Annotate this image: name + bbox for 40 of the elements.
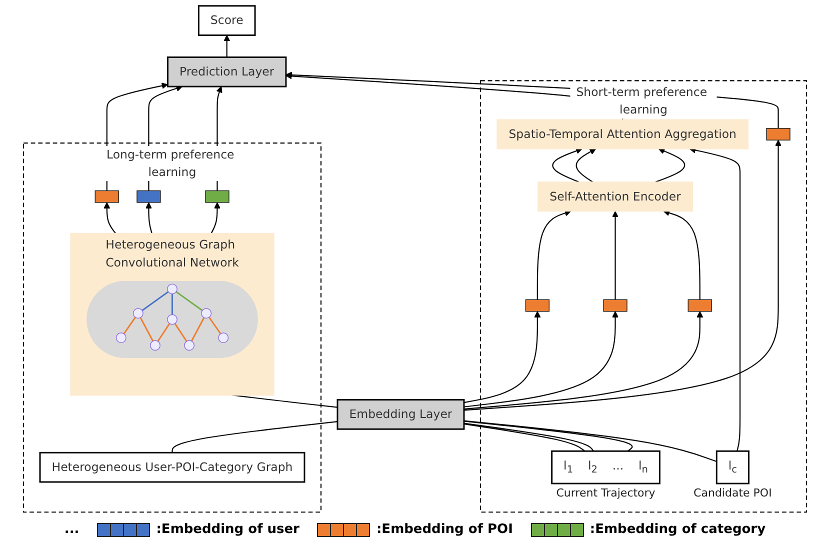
arrow: [655, 148, 686, 182]
caption-text: Candidate POI: [694, 486, 772, 500]
node-bar: [525, 299, 550, 312]
node-box: Prediction Layer: [167, 56, 287, 88]
arrow: [552, 148, 582, 182]
ellipsis-note: ...: [64, 522, 80, 537]
node-box: Heterogeneous User-POI-Category Graph: [39, 452, 306, 483]
node-box: Score: [198, 5, 256, 36]
arrow: [145, 202, 152, 234]
caption-text: Current Trajectory: [556, 486, 656, 500]
connector: [464, 420, 633, 452]
arrow: [464, 311, 618, 408]
arrow: [104, 202, 116, 234]
arrow: [663, 210, 700, 300]
arrow: [576, 148, 596, 182]
arrow: [210, 202, 220, 234]
node-bar: [94, 190, 119, 203]
node-box: Spatio-Temporal Attention Aggregation: [496, 119, 749, 150]
arrow: [689, 147, 741, 452]
connector: [172, 421, 338, 453]
arrow: [224, 34, 230, 58]
node-box: Self-Attention Encoder: [538, 182, 693, 212]
arrow: [612, 210, 618, 300]
legend-label: :Embedding of POI: [376, 522, 513, 537]
connector: [464, 420, 717, 462]
node-bar: [688, 299, 712, 312]
node-bar: [136, 190, 161, 203]
legend-label: :Embedding of category: [590, 522, 766, 537]
arrow: [536, 210, 572, 300]
cluster: Heterogeneous Graph Convolutional Network: [70, 232, 274, 396]
node-box: Embedding Layer: [336, 399, 465, 430]
node-box: l$_{1}$ l$_{2}$ ... l$_{n}$: [551, 450, 660, 484]
legend-label: :Embedding of user: [156, 522, 300, 537]
arrow: [464, 140, 782, 411]
node-box: l$_{c}$: [716, 450, 750, 484]
arrow: [464, 311, 541, 404]
node-bar: [766, 128, 790, 140]
node-bar: [205, 190, 230, 203]
arrow: [464, 311, 704, 410]
node-bar: [603, 299, 628, 312]
